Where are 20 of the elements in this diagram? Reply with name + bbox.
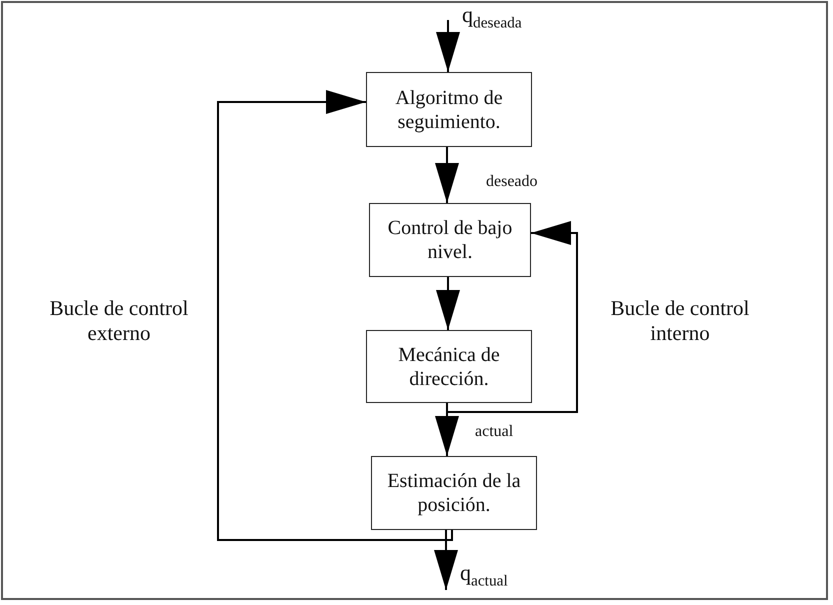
box-text: Algoritmo de seguimiento. xyxy=(394,86,504,134)
box-text: Control de bajo nivel. xyxy=(386,216,514,264)
arrow xyxy=(436,20,460,72)
process-box xyxy=(366,72,532,147)
edge-label: q$_{actual}$ xyxy=(460,562,508,589)
loop-label: Bucle de control interno xyxy=(610,296,750,346)
process-box xyxy=(366,330,532,403)
loop-label: Bucle de control externo xyxy=(48,296,190,346)
arrow xyxy=(435,147,459,203)
box-text: Mecánica de dirección. xyxy=(397,342,501,390)
edge-label: q$_{deseada}$ xyxy=(462,4,522,31)
arrow xyxy=(436,277,460,330)
box-text: Estimación de la posición. xyxy=(386,469,522,517)
arrow xyxy=(217,90,453,541)
arrow xyxy=(446,221,578,413)
edge-label: actual xyxy=(475,424,514,440)
process-box xyxy=(371,456,537,530)
arrow xyxy=(434,530,458,590)
process-box xyxy=(369,203,531,277)
edge-label: deseado xyxy=(486,174,538,190)
